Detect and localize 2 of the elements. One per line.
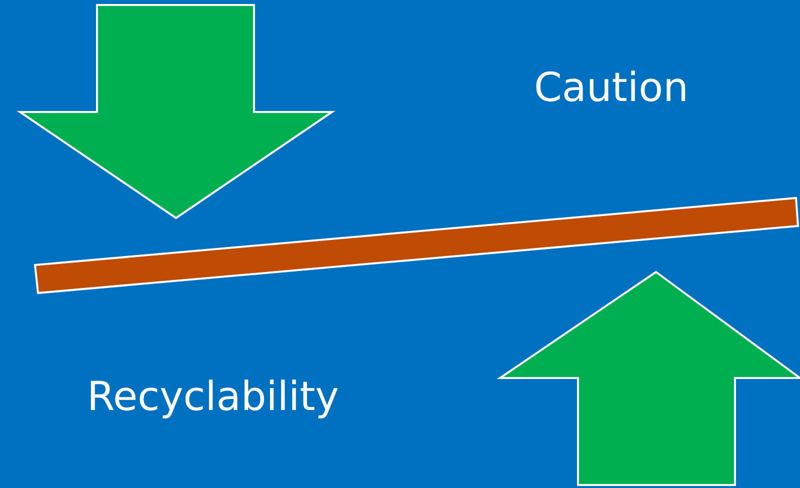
label-text: Recyclability — [87, 375, 339, 419]
label-text: Caution — [534, 66, 688, 110]
